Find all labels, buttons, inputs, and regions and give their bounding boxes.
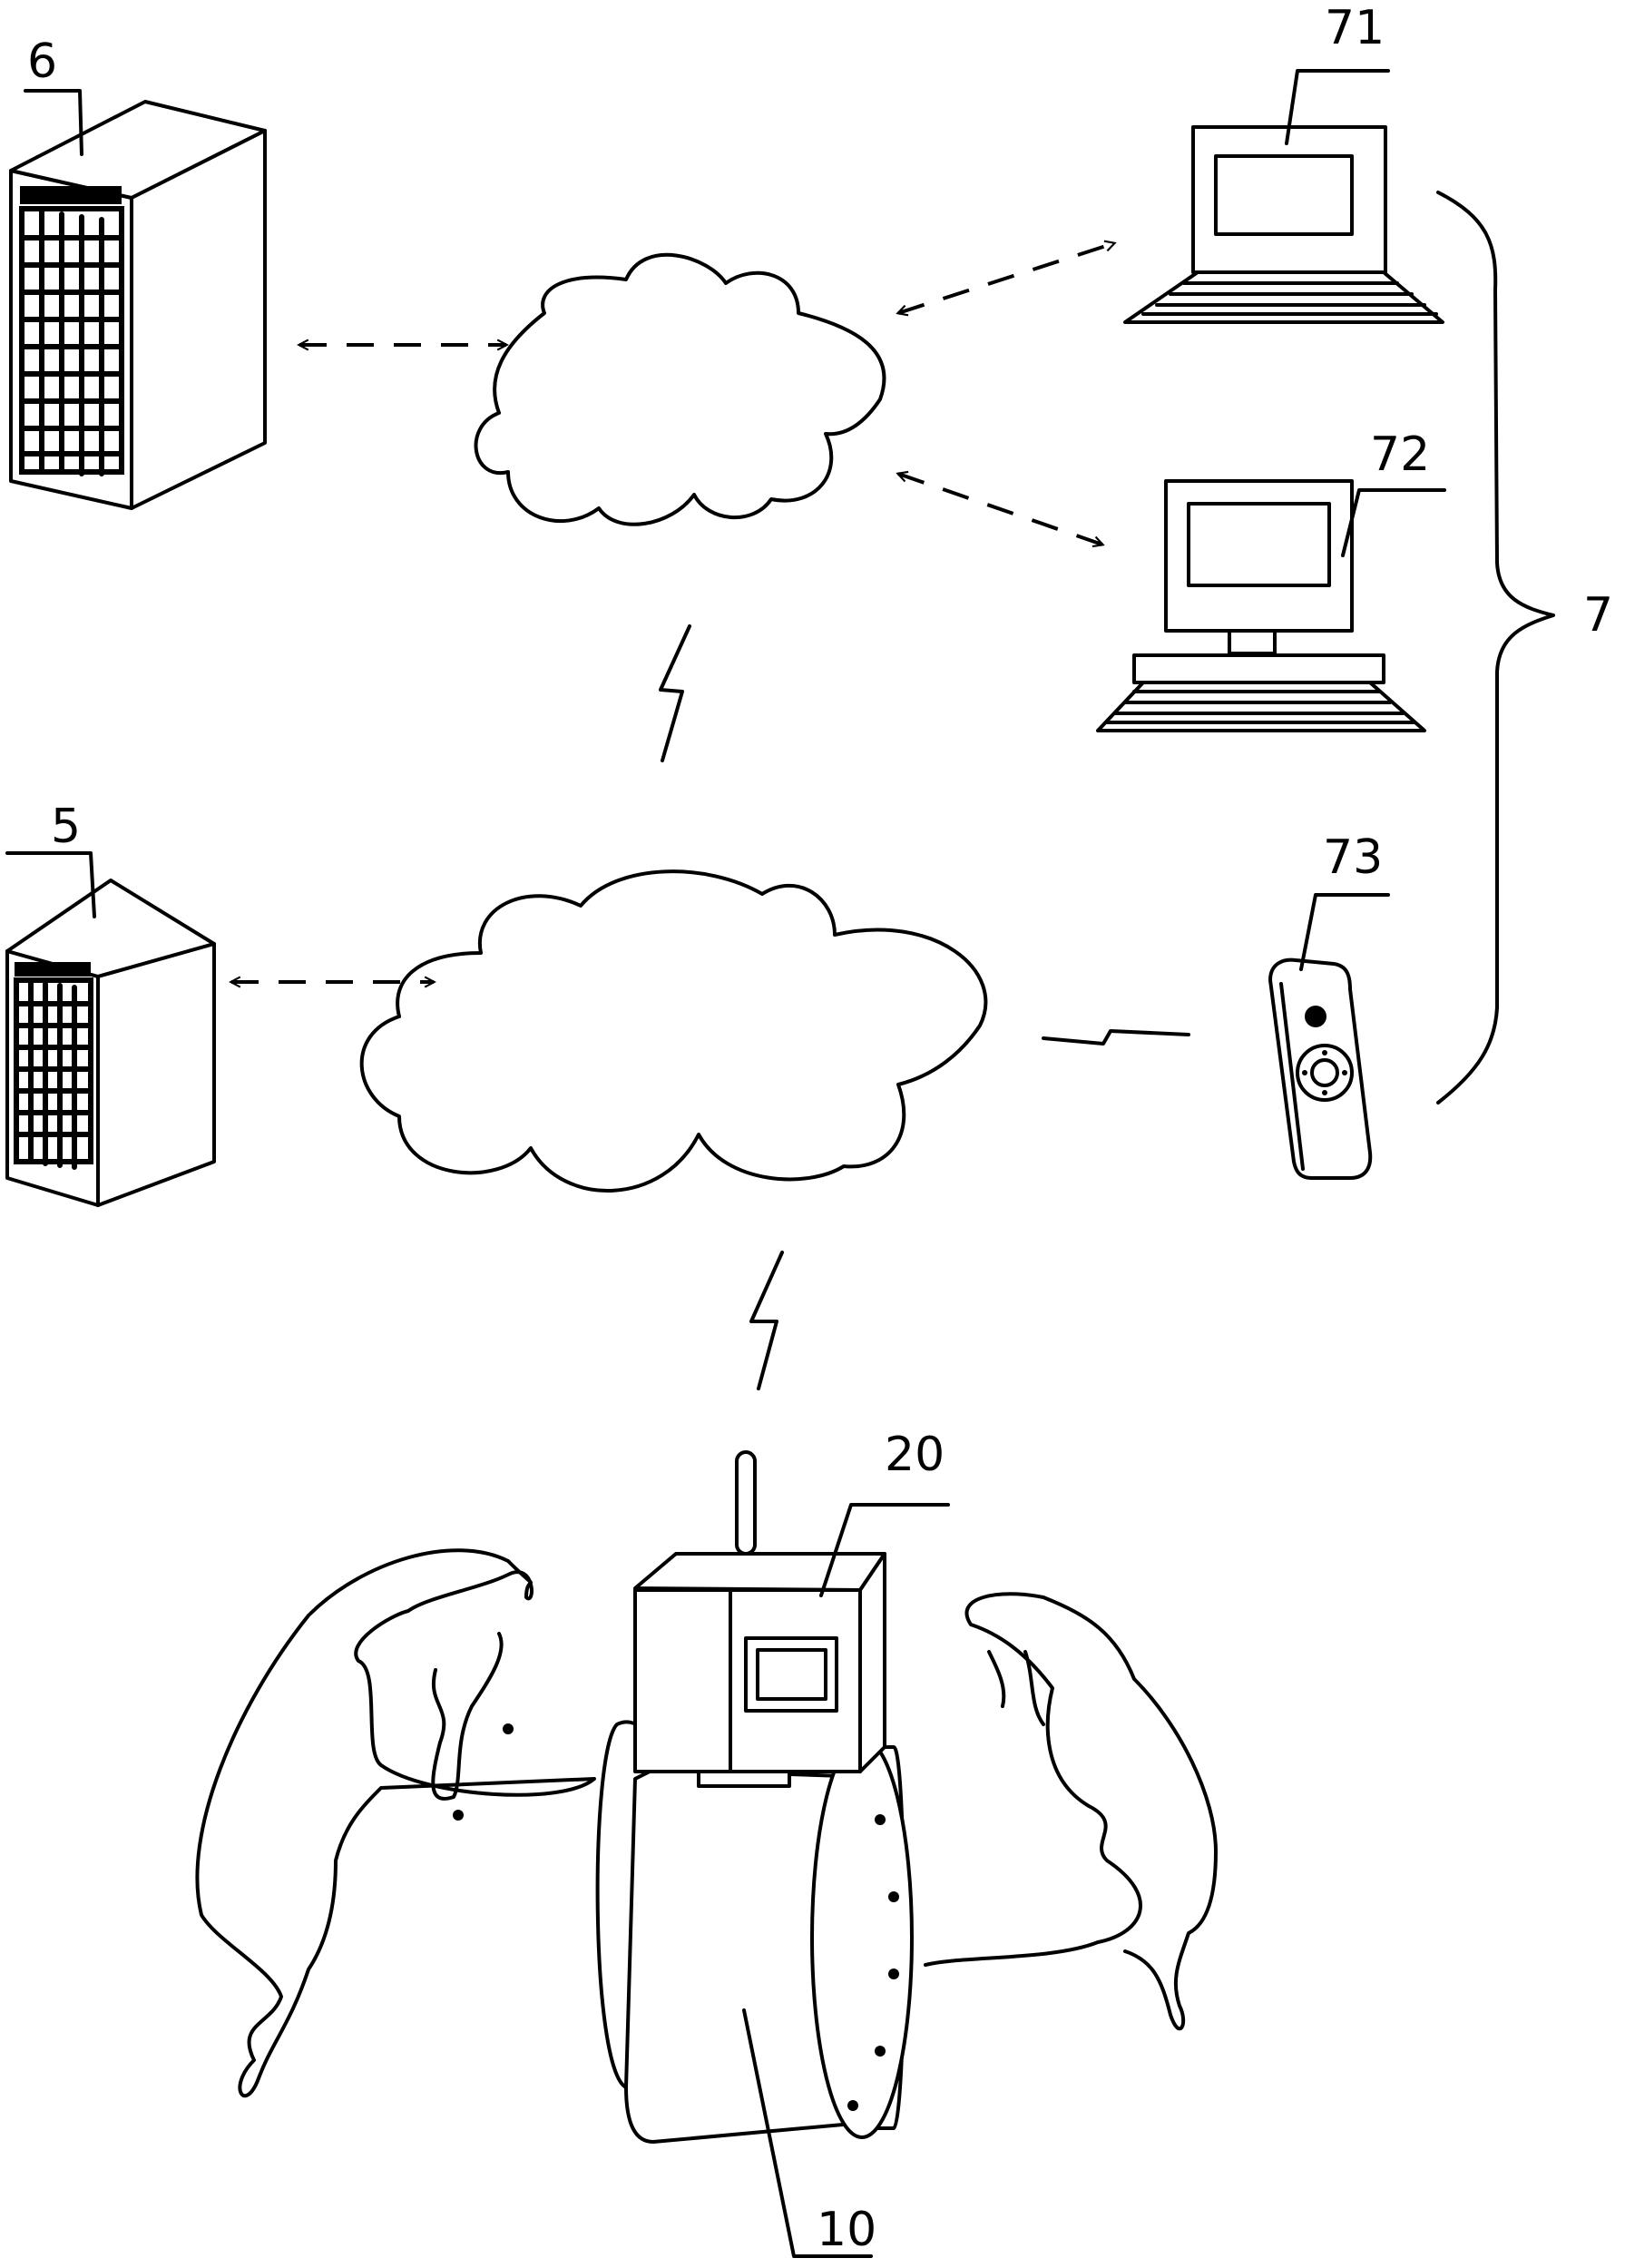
arrow-cloud-desktop — [898, 474, 1102, 545]
label-73: 73 — [1323, 830, 1383, 885]
label-72: 72 — [1370, 427, 1430, 482]
server-6: 6 — [9, 34, 267, 510]
cloud-upper — [474, 252, 886, 526]
wireless-cloud-cloud — [659, 624, 691, 762]
water-meter-20: 20 10 — [195, 1428, 1218, 2258]
cloud-lower — [359, 869, 988, 1193]
laptop-71: 71 — [1123, 1, 1444, 324]
leader-20 — [819, 1503, 950, 1597]
leader-72 — [1341, 488, 1446, 557]
label-71: 71 — [1325, 1, 1385, 55]
water-splash-left — [195, 1548, 596, 2098]
phone-73: 73 — [1268, 830, 1390, 1180]
phone-camera — [1305, 1006, 1326, 1027]
server-6-grid — [19, 186, 124, 476]
water-splash-right — [924, 1592, 1218, 2031]
label-10: 10 — [817, 2203, 876, 2257]
desktop-72: 72 — [1096, 427, 1446, 732]
wireless-cloud-meter — [749, 1251, 784, 1390]
server-5-grid — [14, 962, 93, 1170]
leader-71 — [1285, 69, 1390, 145]
label-5: 5 — [51, 800, 81, 854]
leader-6 — [24, 89, 83, 156]
label-20: 20 — [885, 1428, 945, 1482]
server-5: 5 — [5, 800, 216, 1207]
meter-antenna — [735, 1450, 757, 1556]
brace-7: 7 — [1436, 191, 1613, 1105]
label-6: 6 — [27, 34, 57, 89]
leader-10 — [742, 2008, 873, 2258]
arrow-cloud-laptop — [898, 243, 1114, 313]
pipe-flange-right — [810, 1736, 914, 2139]
wireless-cloud-phone — [1042, 1029, 1190, 1046]
label-7: 7 — [1583, 588, 1613, 643]
leader-73 — [1299, 893, 1390, 971]
leader-5 — [5, 851, 96, 918]
